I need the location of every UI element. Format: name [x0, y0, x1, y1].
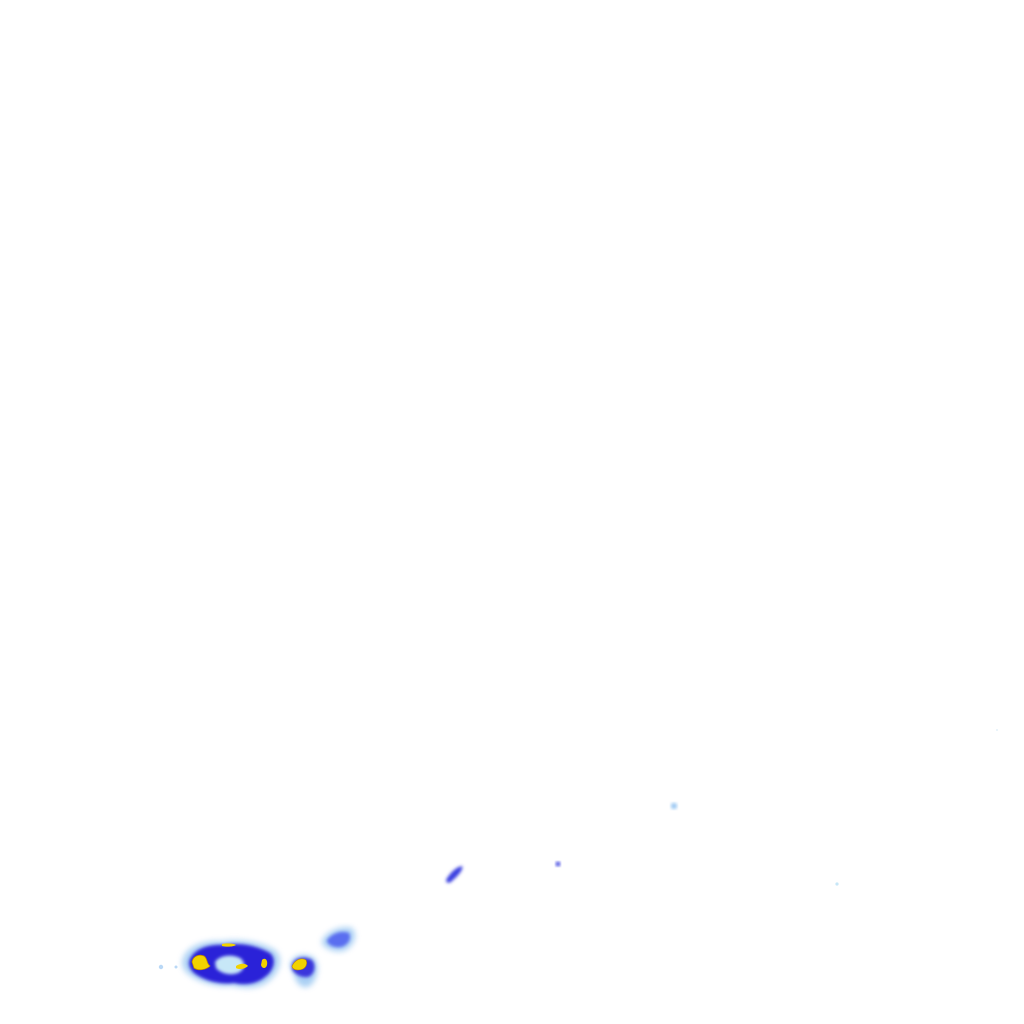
- echo-speck-4: [670, 802, 678, 810]
- echo-speck-2: [174, 965, 178, 969]
- intense-core-2: [222, 943, 236, 947]
- intense-core-4: [261, 958, 268, 968]
- intense-core-1: [191, 954, 211, 971]
- intense-core-3: [236, 963, 248, 970]
- rain-cell-cluster-west: [158, 940, 281, 988]
- echo-speck-1: [158, 964, 164, 970]
- rain-cell-central: [290, 954, 318, 988]
- rain-cell-northeast-core: [327, 931, 351, 948]
- rain-streak: [446, 866, 463, 883]
- rain-cell-northeast: [322, 927, 356, 952]
- intense-core-5: [291, 958, 307, 971]
- echo-speck-5: [835, 882, 839, 886]
- echo-speck-6: [996, 729, 998, 731]
- rain-cell-west-hole: [215, 955, 244, 975]
- echo-speck-3: [555, 861, 561, 867]
